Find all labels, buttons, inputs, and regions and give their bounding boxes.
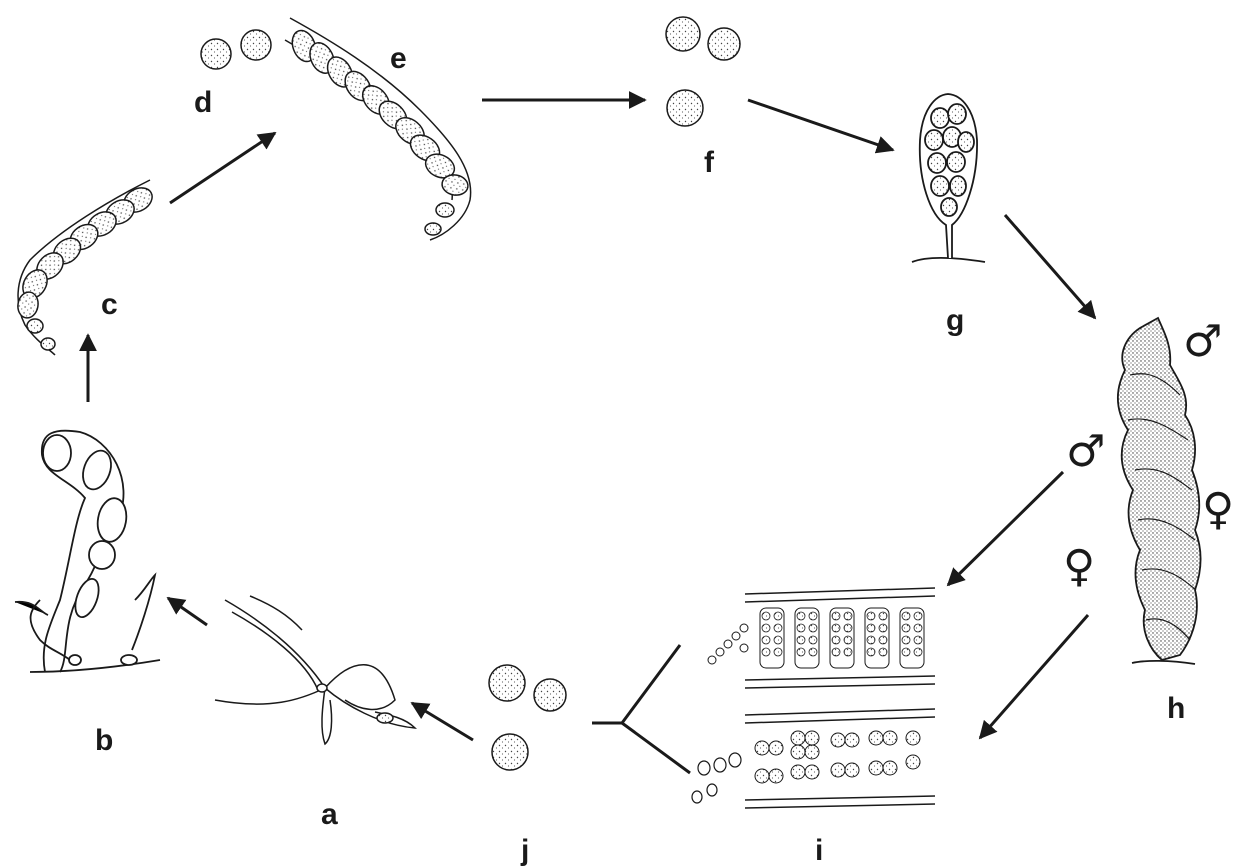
arrow-j-to-a (412, 703, 473, 740)
stage-d-spores (201, 30, 271, 69)
label-i: i (815, 836, 823, 866)
male-cell-column (760, 608, 924, 668)
male-symbol-arrow: ♂ (1066, 430, 1105, 474)
arrow-female-to-i (980, 615, 1088, 738)
male-symbol-h: ♂ (1183, 320, 1222, 364)
stage-a-germling (215, 596, 415, 744)
label-e: e (390, 44, 407, 74)
branch-upper (622, 645, 680, 723)
arrow-f-to-g (748, 100, 893, 150)
stage-c-spore-chain (16, 180, 157, 355)
label-j: j (521, 836, 529, 866)
branch-lower (622, 723, 690, 773)
label-a: a (321, 800, 338, 830)
label-b: b (95, 726, 113, 756)
female-symbol-h: ♀ (1202, 488, 1234, 532)
stage-i-male-filament (708, 588, 935, 688)
stage-e-spore-chain (285, 18, 471, 240)
arrow-a-to-b (168, 598, 207, 625)
label-f: f (704, 148, 714, 178)
label-d: d (194, 88, 212, 118)
label-c: c (101, 290, 118, 320)
arrow-male-to-i (948, 472, 1063, 585)
arrow-c-to-e (170, 133, 275, 203)
stage-j-spores (489, 665, 566, 770)
stage-b-sporangium (15, 431, 160, 672)
arrow-g-to-h (1005, 215, 1095, 318)
label-g: g (946, 306, 964, 336)
stage-g-sporangium (912, 94, 985, 262)
stage-f-spores (666, 17, 740, 126)
female-symbol-arrow: ♀ (1063, 545, 1095, 589)
stage-h-thallus (1118, 318, 1201, 664)
label-h: h (1167, 694, 1185, 724)
stage-i-female-filament (692, 709, 935, 808)
